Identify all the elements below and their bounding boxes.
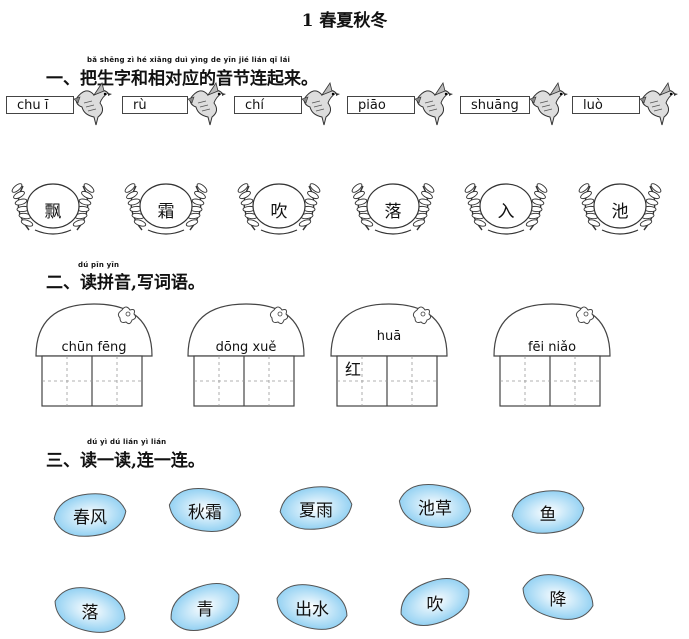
- section3-heading: 三、读一读,连一连。: [46, 451, 205, 471]
- character-label[interactable]: 落: [384, 202, 402, 222]
- word-pinyin: huā: [376, 329, 402, 344]
- wreath-icon: [458, 176, 554, 238]
- wreath-icon: [118, 176, 214, 238]
- word-house: [327, 300, 451, 410]
- wreath-icon: [5, 176, 101, 238]
- word-leaf[interactable]: [50, 490, 130, 540]
- wreath-icon: [231, 176, 327, 238]
- syllable-box[interactable]: chí: [234, 96, 302, 114]
- section2-heading: 二、读拼音,写词语。: [46, 273, 205, 293]
- syllable-box[interactable]: piāo: [347, 96, 415, 114]
- leaf-label: 青: [196, 600, 214, 620]
- word-leaf[interactable]: [276, 483, 356, 533]
- writing-cell[interactable]: [550, 356, 600, 406]
- character-label[interactable]: 吹: [270, 202, 288, 222]
- leaf-label: 夏雨: [299, 501, 333, 521]
- section1-pinyin: bǎ shēng zì hé xiāng duì yìng de yīn jié…: [87, 56, 291, 64]
- writing-cell[interactable]: [194, 356, 244, 406]
- section3-pinyin: dú yì dú lián yì lián: [87, 438, 167, 446]
- writing-cell[interactable]: [92, 356, 142, 406]
- character-label[interactable]: 飘: [44, 202, 62, 222]
- prefilled-character: 红: [345, 360, 362, 379]
- word-leaf[interactable]: [165, 485, 245, 535]
- leaf-label: 吹: [426, 595, 444, 615]
- word-leaf[interactable]: [518, 572, 598, 622]
- leaf-label: 落: [81, 603, 99, 623]
- writing-cell[interactable]: [500, 356, 550, 406]
- character-label[interactable]: 入: [497, 202, 515, 222]
- wreath-icon: [572, 176, 668, 238]
- word-pinyin: chūn fēng: [61, 340, 127, 355]
- leaf-label: 降: [549, 590, 567, 610]
- writing-cell[interactable]: [387, 356, 437, 406]
- bird-icon: [186, 81, 226, 126]
- syllable-box[interactable]: rù: [122, 96, 188, 114]
- section1-heading: 一、把生字和相对应的音节连起来。: [46, 69, 318, 89]
- word-house: [490, 300, 614, 410]
- wreath-icon: [345, 176, 441, 238]
- bird-icon: [72, 81, 112, 126]
- syllable-box[interactable]: luò: [572, 96, 640, 114]
- word-leaf[interactable]: [272, 582, 352, 632]
- word-leaf[interactable]: [508, 487, 588, 537]
- word-house: [184, 300, 308, 410]
- bird-icon: [300, 81, 340, 126]
- word-leaf[interactable]: [50, 585, 130, 635]
- bird-icon: [638, 81, 678, 126]
- syllable-box[interactable]: chu ī: [6, 96, 74, 114]
- writing-cell[interactable]: [244, 356, 294, 406]
- leaf-label: 池草: [418, 499, 452, 519]
- word-leaf[interactable]: [165, 582, 245, 632]
- character-label[interactable]: 池: [611, 202, 629, 222]
- word-house: [32, 300, 156, 410]
- character-label[interactable]: 霜: [157, 202, 175, 222]
- section2-pinyin: dú pīn yīn: [78, 261, 120, 269]
- bird-icon: [528, 81, 568, 126]
- leaf-label: 出水: [295, 600, 329, 620]
- leaf-label: 春风: [73, 508, 107, 528]
- word-leaf[interactable]: [395, 481, 475, 531]
- leaf-label: 鱼: [539, 505, 557, 525]
- writing-cell[interactable]: [42, 356, 92, 406]
- leaf-label: 秋霜: [188, 503, 222, 523]
- page-title: 1 春夏秋冬: [301, 11, 388, 31]
- word-pinyin: fēi niǎo: [527, 340, 577, 355]
- word-leaf[interactable]: [395, 577, 475, 627]
- word-pinyin: dōng xuě: [215, 340, 277, 355]
- bird-icon: [413, 81, 453, 126]
- syllable-box[interactable]: shuāng: [460, 96, 530, 114]
